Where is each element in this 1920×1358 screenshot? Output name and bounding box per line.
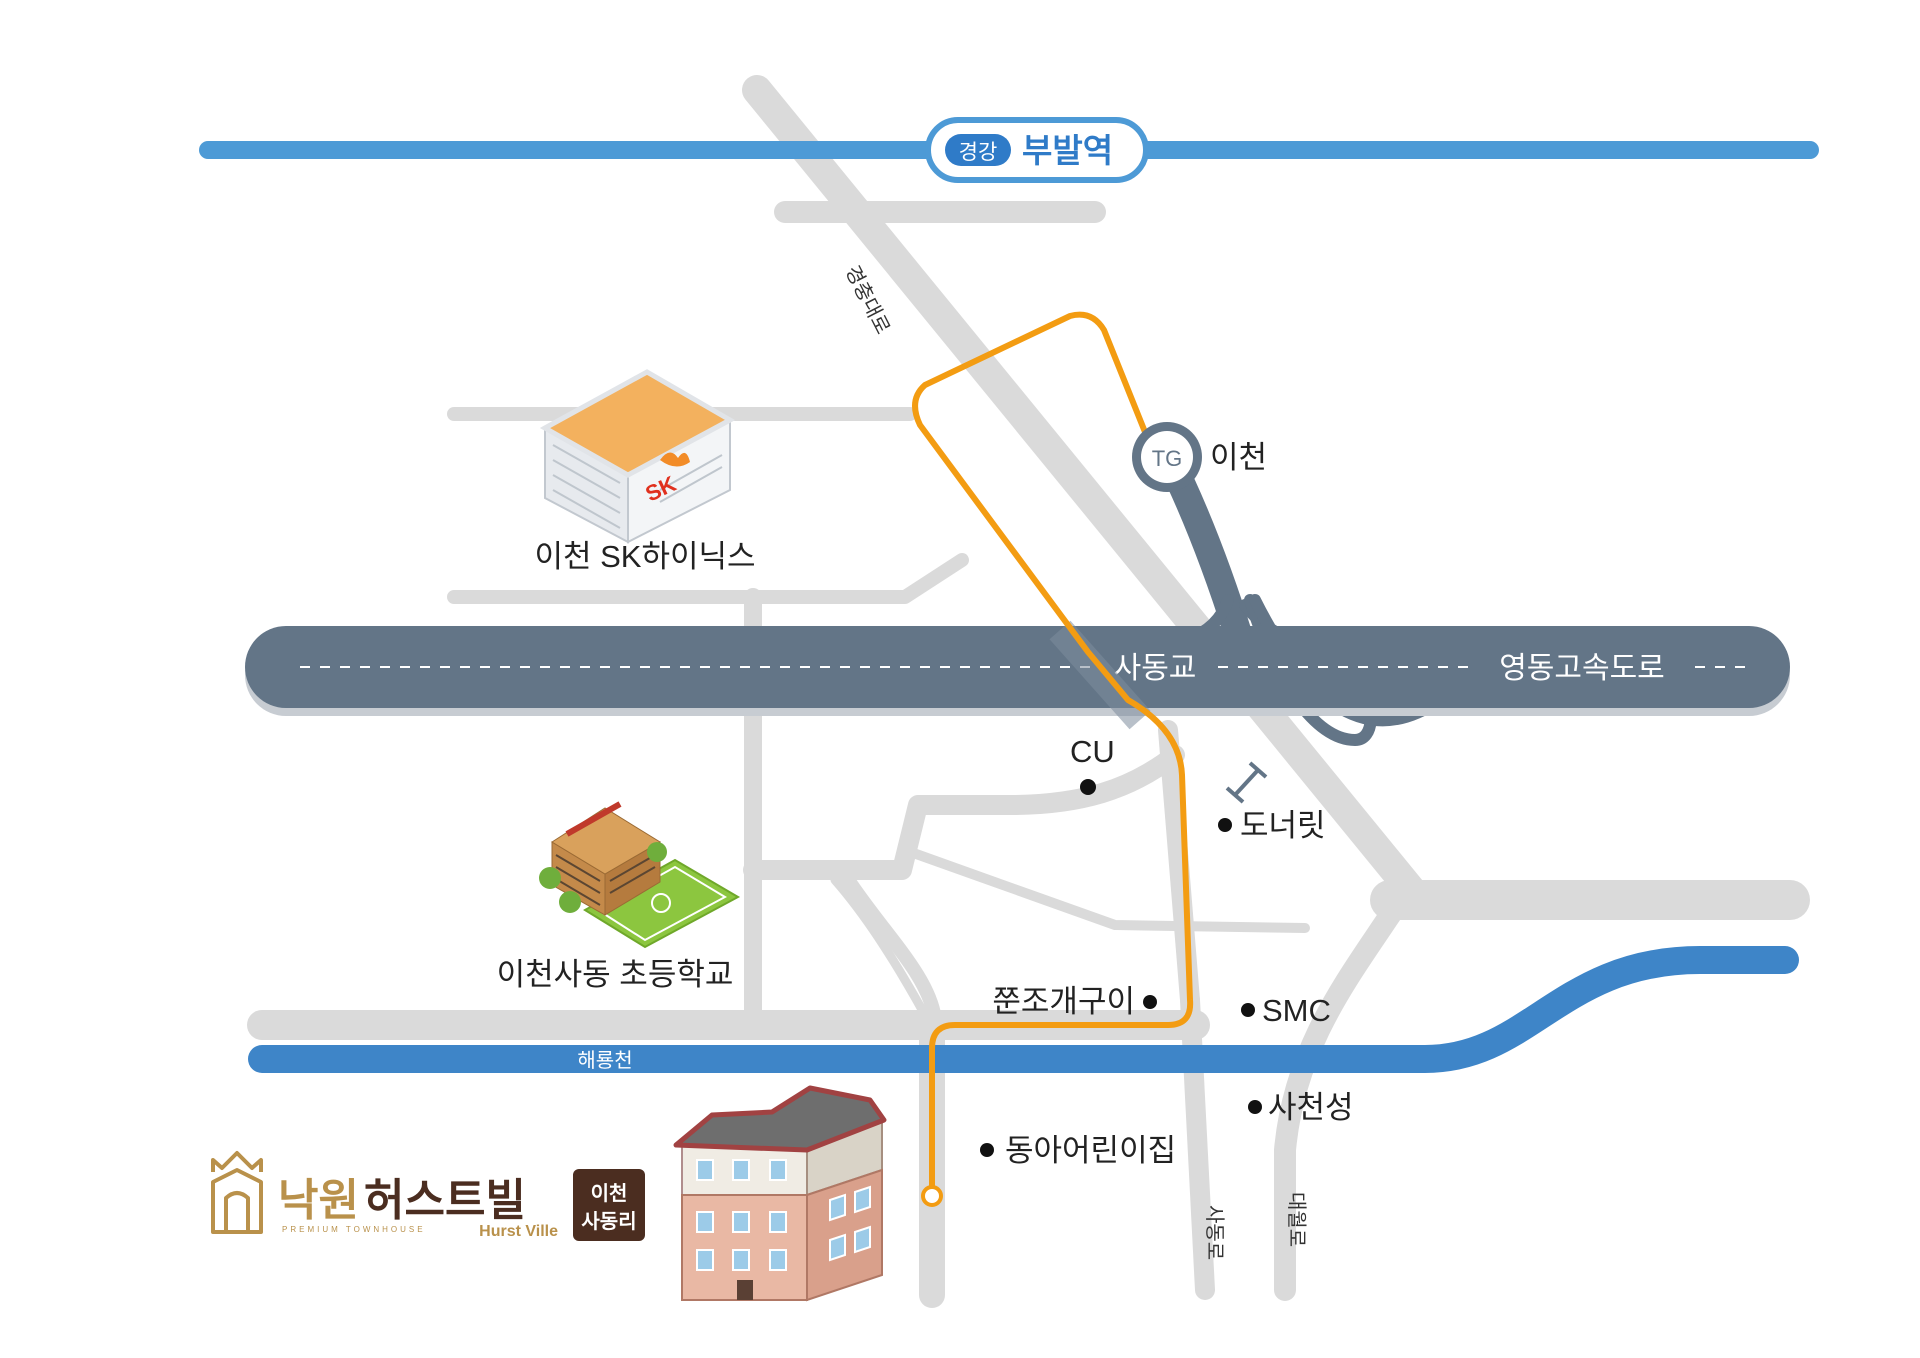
poi-cu-dot: [1080, 779, 1096, 795]
tollgate-inner: [1141, 431, 1193, 483]
school-field-circle: [651, 893, 671, 913]
river-label: 해룡천: [577, 1049, 632, 1072]
crown-house-icon: [211, 1151, 263, 1234]
road-gyeongchung: [742, 75, 1430, 910]
sk-building-windows: [552, 444, 723, 529]
school-label: 이천사동 초등학교: [497, 957, 734, 992]
route-end-marker: [921, 1185, 943, 1207]
sk-building: SK: [539, 369, 736, 544]
brand-badge-line2: 사동리: [581, 1210, 636, 1233]
brand-name-part1: 낙원: [278, 1176, 359, 1225]
brand-name-part2: 허스트빌: [364, 1176, 526, 1225]
school-tree-1: [539, 867, 561, 889]
poi-smc: SMC: [1241, 993, 1331, 1028]
poi-jjun: 쭌조개구이: [992, 984, 1157, 1019]
road-cu-branch: [743, 745, 1185, 880]
river-haeryong: [248, 946, 1799, 1073]
townhouse-roof: [673, 1085, 887, 1153]
bridge-label: 사동교: [1114, 652, 1197, 685]
tollgate-name: 이천: [1210, 440, 1267, 475]
road-thin-diagonal: [900, 845, 1310, 933]
poi-sacheon: 사천성: [1248, 1090, 1354, 1125]
school-windows: [555, 854, 656, 906]
sk-label: 이천 SK하이닉스: [534, 539, 755, 574]
road-curve-left: [838, 868, 942, 1027]
school-tree-2: [559, 891, 581, 913]
tollgate-marker: TG: [1132, 422, 1202, 492]
townhouse-building: [673, 1085, 887, 1302]
road-sk-south: [447, 553, 969, 604]
highway-label: 영동고속도로: [1499, 652, 1665, 685]
poi-donerit-label: 도너릿: [1240, 808, 1326, 843]
poi-sacheon-dot: [1248, 1100, 1262, 1114]
poi-cu: CU: [1070, 734, 1115, 795]
school-tree-3: [647, 842, 667, 862]
poi-donga-label: 동아어린이집: [1005, 1133, 1176, 1168]
brand-tagline: PREMIUM TOWNHOUSE: [282, 1225, 426, 1234]
poi-donga: 동아어린이집: [980, 1133, 1176, 1168]
road-label-sadong: 사동로: [1203, 1205, 1226, 1260]
road-crossing-overlay: [1049, 620, 1151, 730]
road-label-daewol: 대월로: [1285, 1192, 1308, 1247]
poi-jjun-label: 쭌조개구이: [992, 984, 1135, 1019]
poi-smc-dot: [1241, 1003, 1255, 1017]
poi-cu-label: CU: [1070, 734, 1115, 769]
sk-building-roof: [539, 369, 736, 478]
brand-badge-line1: 이천: [591, 1182, 628, 1205]
road-daewol: [1274, 889, 1411, 1301]
poi-donerit-dot: [1218, 818, 1232, 832]
tollgate-badge: TG: [1152, 446, 1183, 471]
station-name: 부발역: [1022, 132, 1113, 169]
poi-sacheon-label: 사천성: [1268, 1090, 1354, 1125]
school-red-stripe: [565, 801, 622, 837]
poi-donerit: 도너릿: [1218, 808, 1326, 843]
station-badge: 경강 부발역: [925, 117, 1149, 183]
station-line: 경강: [959, 141, 998, 164]
school: [539, 801, 741, 949]
poi-donga-dot: [980, 1143, 994, 1157]
poi-jjun-dot: [1143, 995, 1157, 1009]
sk-butterfly-icon: [660, 452, 690, 467]
station-line-pill: [945, 134, 1011, 166]
brand-english: Hurst Ville: [479, 1223, 558, 1240]
brand-badge: [573, 1169, 645, 1241]
townhouse-door: [737, 1280, 753, 1300]
poi-smc-label: SMC: [1262, 993, 1331, 1028]
townhouse-windows: [696, 1159, 871, 1271]
road-sadong: [1180, 990, 1215, 1300]
highway-yeongdong: [245, 626, 1790, 708]
poi-donerit-bridge-icon: [1225, 761, 1268, 804]
route-to-townhouse: [912, 311, 1194, 1198]
brand-logo: 낙원 허스트빌 PREMIUM TOWNHOUSE Hurst Ville 이천…: [211, 1151, 645, 1241]
road-label-gyeongchung: 경충대로: [841, 262, 895, 338]
road-curve-left-2: [830, 875, 930, 1020]
